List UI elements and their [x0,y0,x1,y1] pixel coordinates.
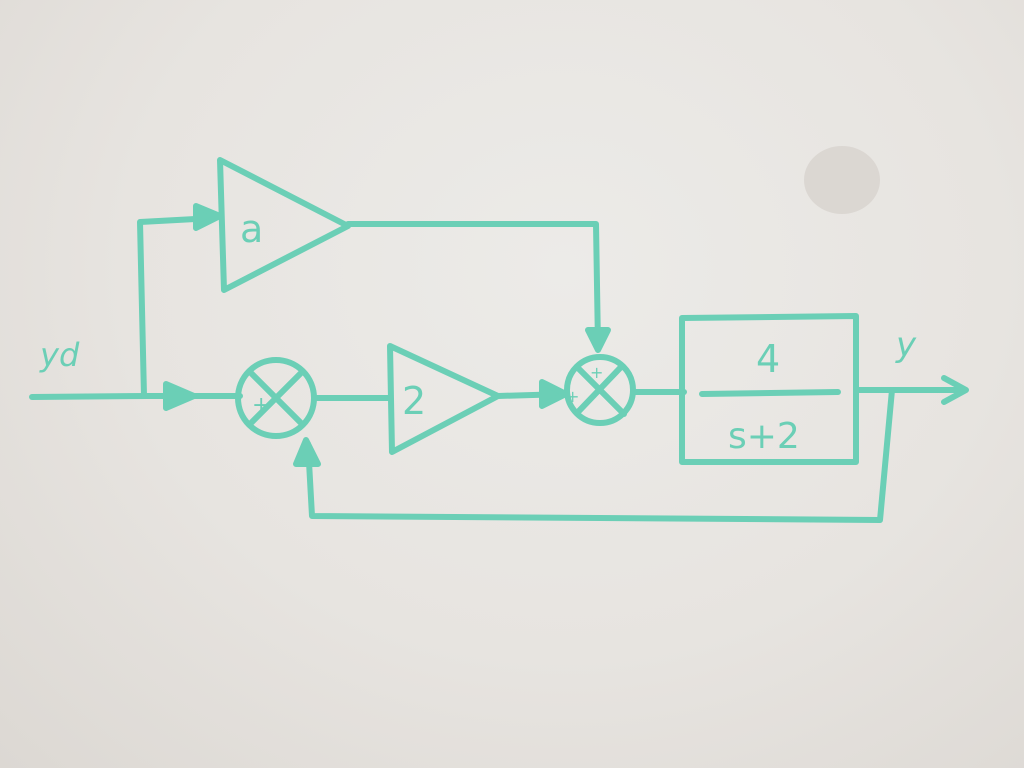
feedforward-output-arrow [585,327,611,353]
plant-fraction-bar [699,389,841,397]
output-arrow [941,375,969,405]
diagram-ink [29,157,969,523]
error-summer-cross [247,369,305,427]
feedforward-branch [137,215,217,399]
error-summer-minus-sign: - [292,417,300,442]
output-label: y [895,325,917,365]
feedback-arrow [293,437,321,467]
error-summer-plus-sign: + [252,393,270,418]
plant-numerator: 4 [756,337,780,381]
feedforward-gain-block [217,157,351,293]
sum-junction-left-plus-sign: + [566,387,579,406]
controller-gain-block [387,343,501,455]
sum-junction-cross [575,363,627,417]
sum-junction-top-plus-sign: + [590,363,603,382]
feedforward-output-line [345,221,601,349]
input-arrow [163,381,197,411]
board-smudge [804,146,880,214]
plant-denominator: s+2 [728,416,800,457]
feedback-line [305,387,895,523]
input-line [29,393,243,400]
control-arrow [539,379,569,409]
controller-gain-label: 2 [402,379,426,423]
input-label: yd [39,336,80,374]
plant-block [679,313,859,465]
feedforward-arrow [193,203,223,231]
feedforward-gain-label: a [240,207,263,251]
